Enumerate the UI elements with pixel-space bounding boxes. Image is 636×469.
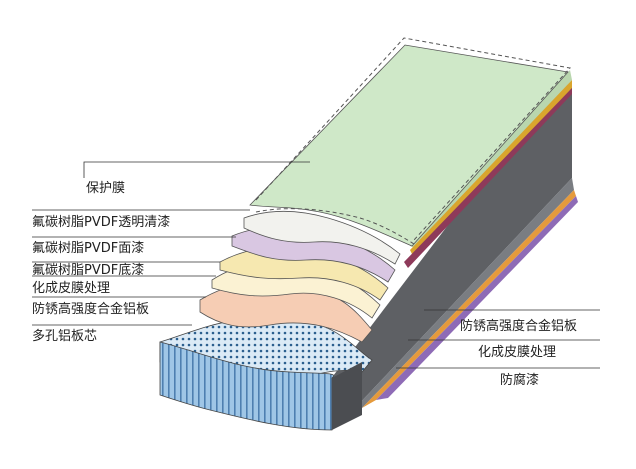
leader-protective-film — [83, 161, 310, 178]
label-conversion-bottom: 化成皮膜处理 — [478, 345, 556, 360]
protective-film-dashed-outline — [255, 37, 571, 245]
label-conversion-top: 化成皮膜处理 — [32, 281, 110, 296]
label-alloy-top: 防锈高强度合金铝板 — [32, 301, 149, 317]
label-honeycomb-core: 多孔铝板芯 — [32, 328, 97, 344]
edge-bottom-alloy — [358, 178, 574, 408]
layer-protective-film — [249, 44, 569, 247]
panel-right-side — [330, 78, 572, 405]
label-protective-film: 保护膜 — [86, 181, 125, 196]
label-alloy-bottom: 防锈高强度合金铝板 — [460, 318, 577, 334]
label-anticorrosion: 防腐漆 — [500, 372, 539, 388]
core-dark-face — [332, 362, 362, 430]
edge-bottom-anticorrosion — [376, 196, 578, 400]
label-pvdf-top-coat: 氟碳树脂PVDF面漆 — [32, 240, 144, 256]
label-pvdf-primer: 氟碳树脂PVDF底漆 — [32, 262, 144, 278]
edge-bottom-conversion — [362, 190, 576, 408]
label-pvdf-clear-coat: 氟碳树脂PVDF透明清漆 — [32, 214, 170, 230]
edge-top-purple — [404, 88, 572, 268]
layer-clear-coat — [243, 210, 401, 265]
edge-top-film — [410, 70, 572, 250]
edge-top-gold — [410, 80, 572, 258]
